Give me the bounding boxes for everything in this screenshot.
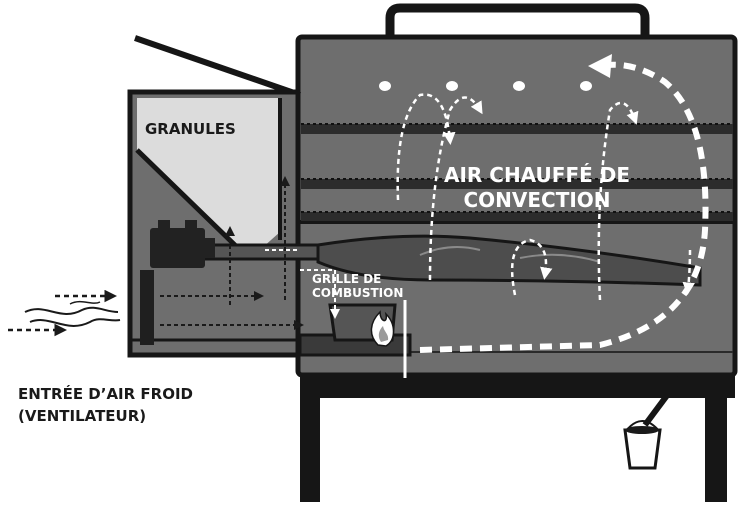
label-hot-convection-air: AIR CHAUFFÉ DE CONVECTION [443,163,630,212]
cooking-grates [301,123,733,221]
label-cold-air-intake: ENTRÉE D’AIR FROID (VENTILATEUR) [18,385,193,425]
cold-air-wind-icon [8,289,121,337]
hopper-lid [134,35,301,98]
grease-drain [642,376,683,427]
internal-airflow [160,176,304,330]
lid-handle [385,3,650,40]
label-combustion-grate: GRILLE DE COMBUSTION [312,272,404,300]
auger-tube [203,243,327,261]
flame-icon [370,310,395,347]
fan-housing [140,270,154,345]
convection-flow-inner [396,93,695,301]
auger-motor-icon [150,220,215,268]
convection-arrowhead [588,54,612,78]
convection-flow-outer [419,61,709,353]
smoke-dots [379,81,592,91]
pellet-fill [137,98,280,248]
heat-diffuser [316,234,702,287]
grease-bucket-icon [623,420,662,470]
label-granules: GRANULES [145,120,236,138]
